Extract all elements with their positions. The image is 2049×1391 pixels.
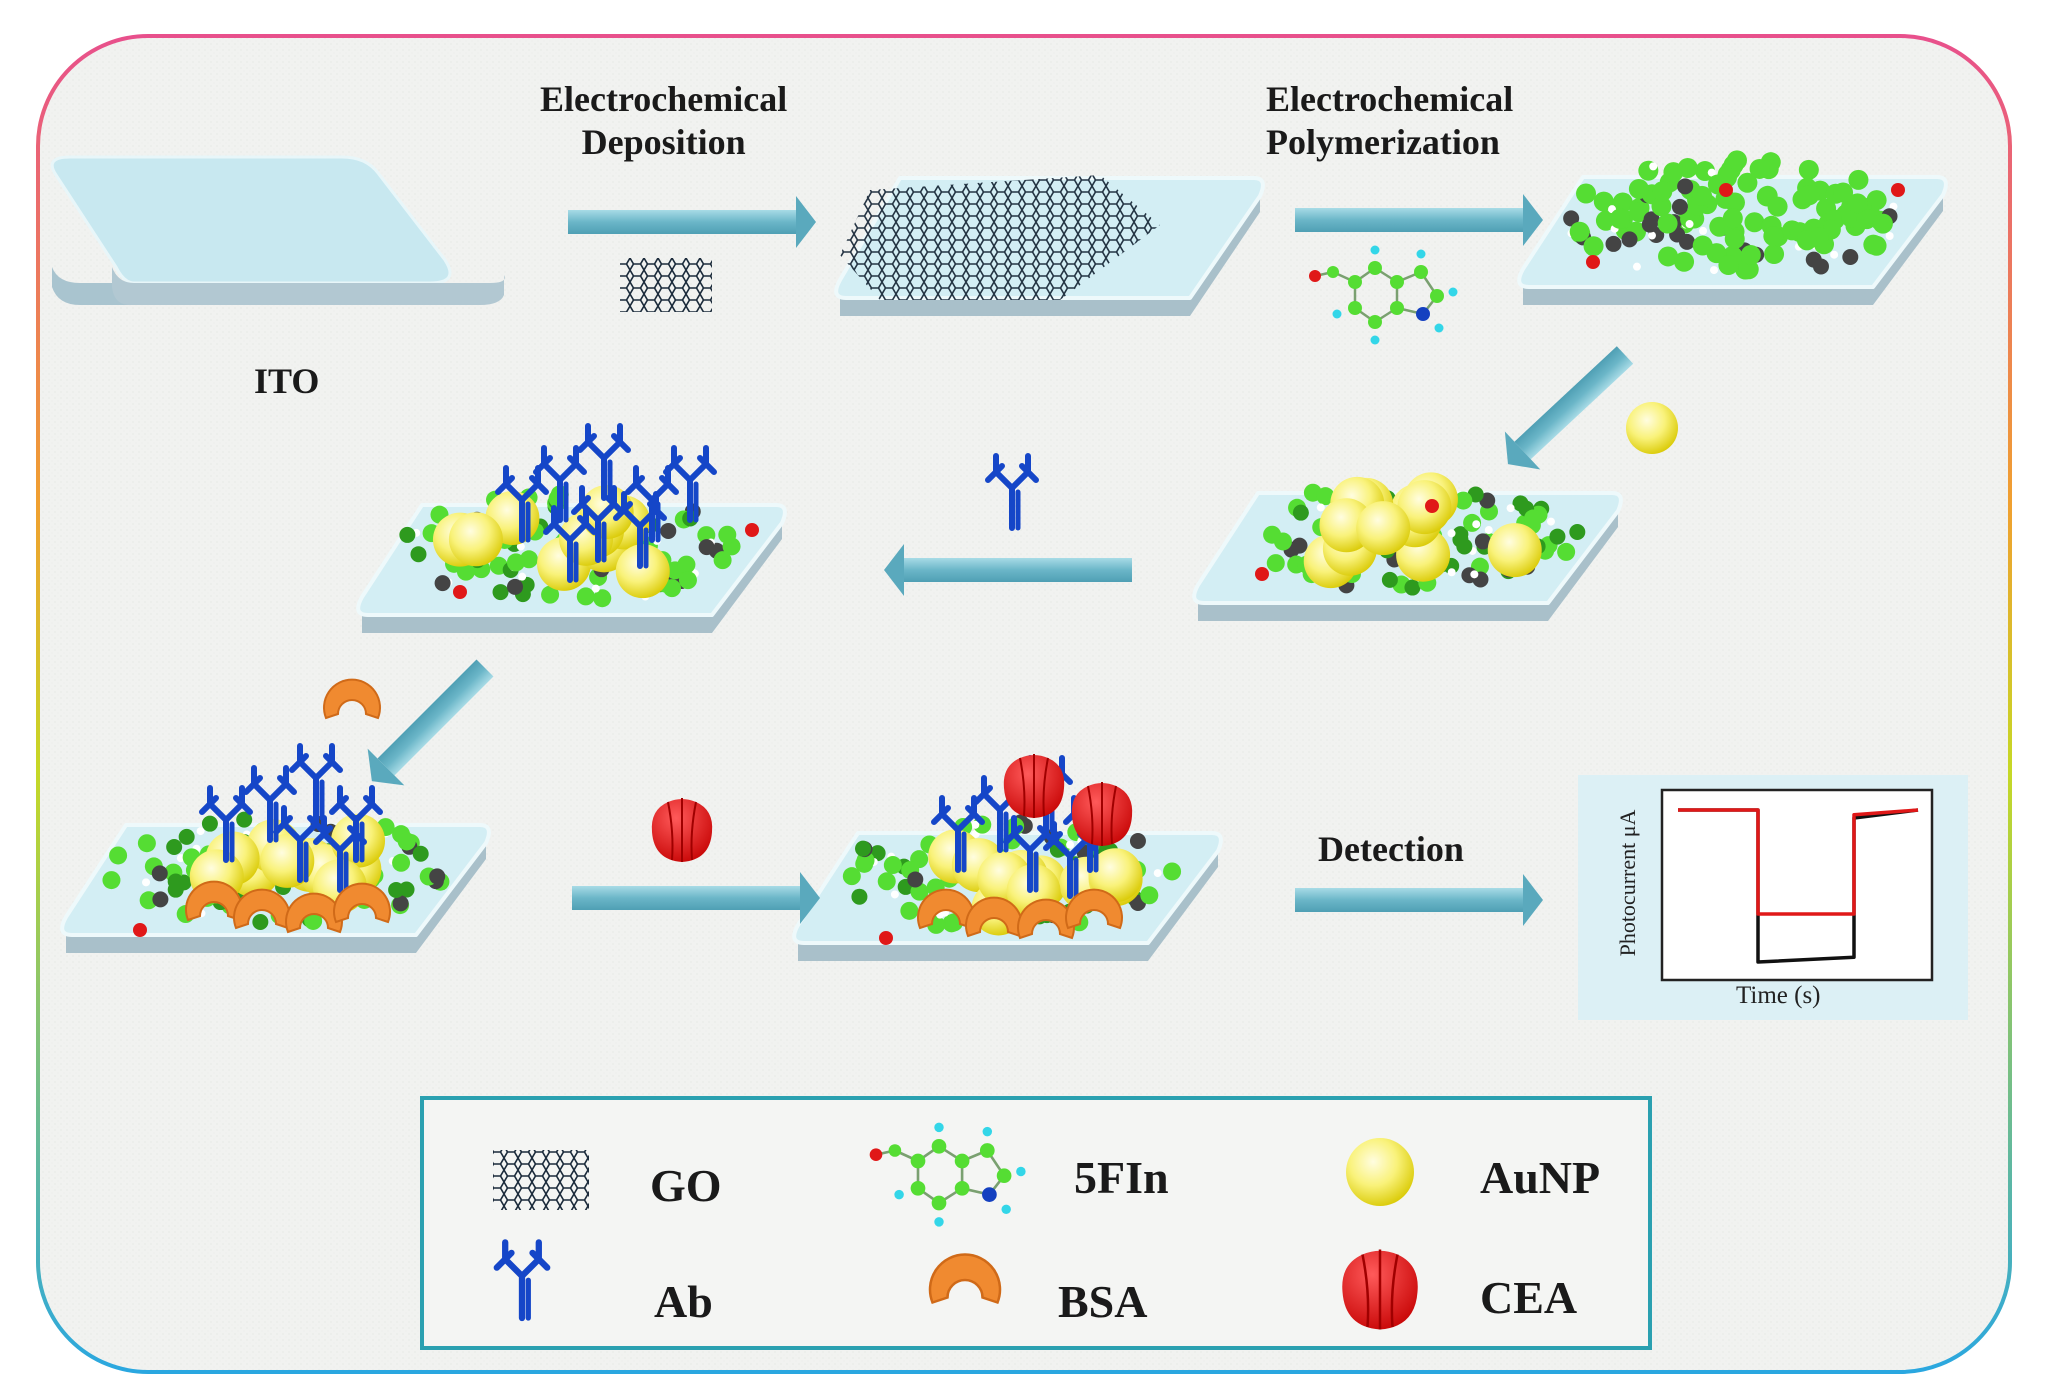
detection-label: Detection (1318, 829, 1464, 869)
deposition-label-line2: Deposition (581, 122, 746, 163)
legend-go-icon (493, 1150, 589, 1210)
legend-go-label: GO (650, 1160, 722, 1211)
polymerization-label-line1: Electrochemical (1266, 79, 1514, 119)
legend-ab-label: Ab (654, 1276, 713, 1327)
legend-bsa-label: BSA (1058, 1276, 1148, 1327)
deposition-label-line1: Electrochemical (540, 79, 788, 119)
graphene-layer (840, 175, 1160, 300)
frame (36, 34, 2012, 1374)
legend-fin-label: 5FIn (1074, 1152, 1169, 1203)
arrow-deposition (568, 196, 816, 248)
plate-cea (1070, 781, 1134, 847)
plot-ylabel: Photocurrent μA (1615, 809, 1640, 957)
go-sheet-icon (620, 258, 712, 312)
arrow-aunp (1504, 346, 1634, 470)
arrow-detection (1295, 874, 1543, 926)
legend-cea-icon (1341, 1248, 1419, 1331)
photocurrent-series-line (1678, 808, 1919, 916)
arrow-polymerization (1295, 194, 1543, 246)
plot-xlabel: Time (s) (1736, 982, 1821, 1009)
plate-cea (1002, 753, 1066, 819)
ito-label: ITO (254, 361, 320, 401)
ito-plate (50, 155, 505, 305)
photocurrent-plot (1578, 775, 1968, 1020)
polymerization-label: Electrochemical Polymerization (1266, 78, 1513, 164)
cea-icon (650, 797, 714, 863)
aunp-cluster (1303, 472, 1542, 589)
legend-aunp-icon (1346, 1138, 1414, 1206)
arrow-cea (572, 872, 820, 924)
plot-frame (1660, 788, 1934, 982)
legend-cea-label: CEA (1480, 1272, 1578, 1323)
legend-box (420, 1096, 1652, 1350)
polymerization-label-line2: Polymerization (1266, 122, 1500, 163)
legend-aunp-label: AuNP (1480, 1152, 1601, 1203)
deposition-label: Electrochemical Deposition (540, 78, 787, 164)
arrow-antibody (884, 544, 1132, 596)
aunp-icon (1626, 402, 1678, 454)
